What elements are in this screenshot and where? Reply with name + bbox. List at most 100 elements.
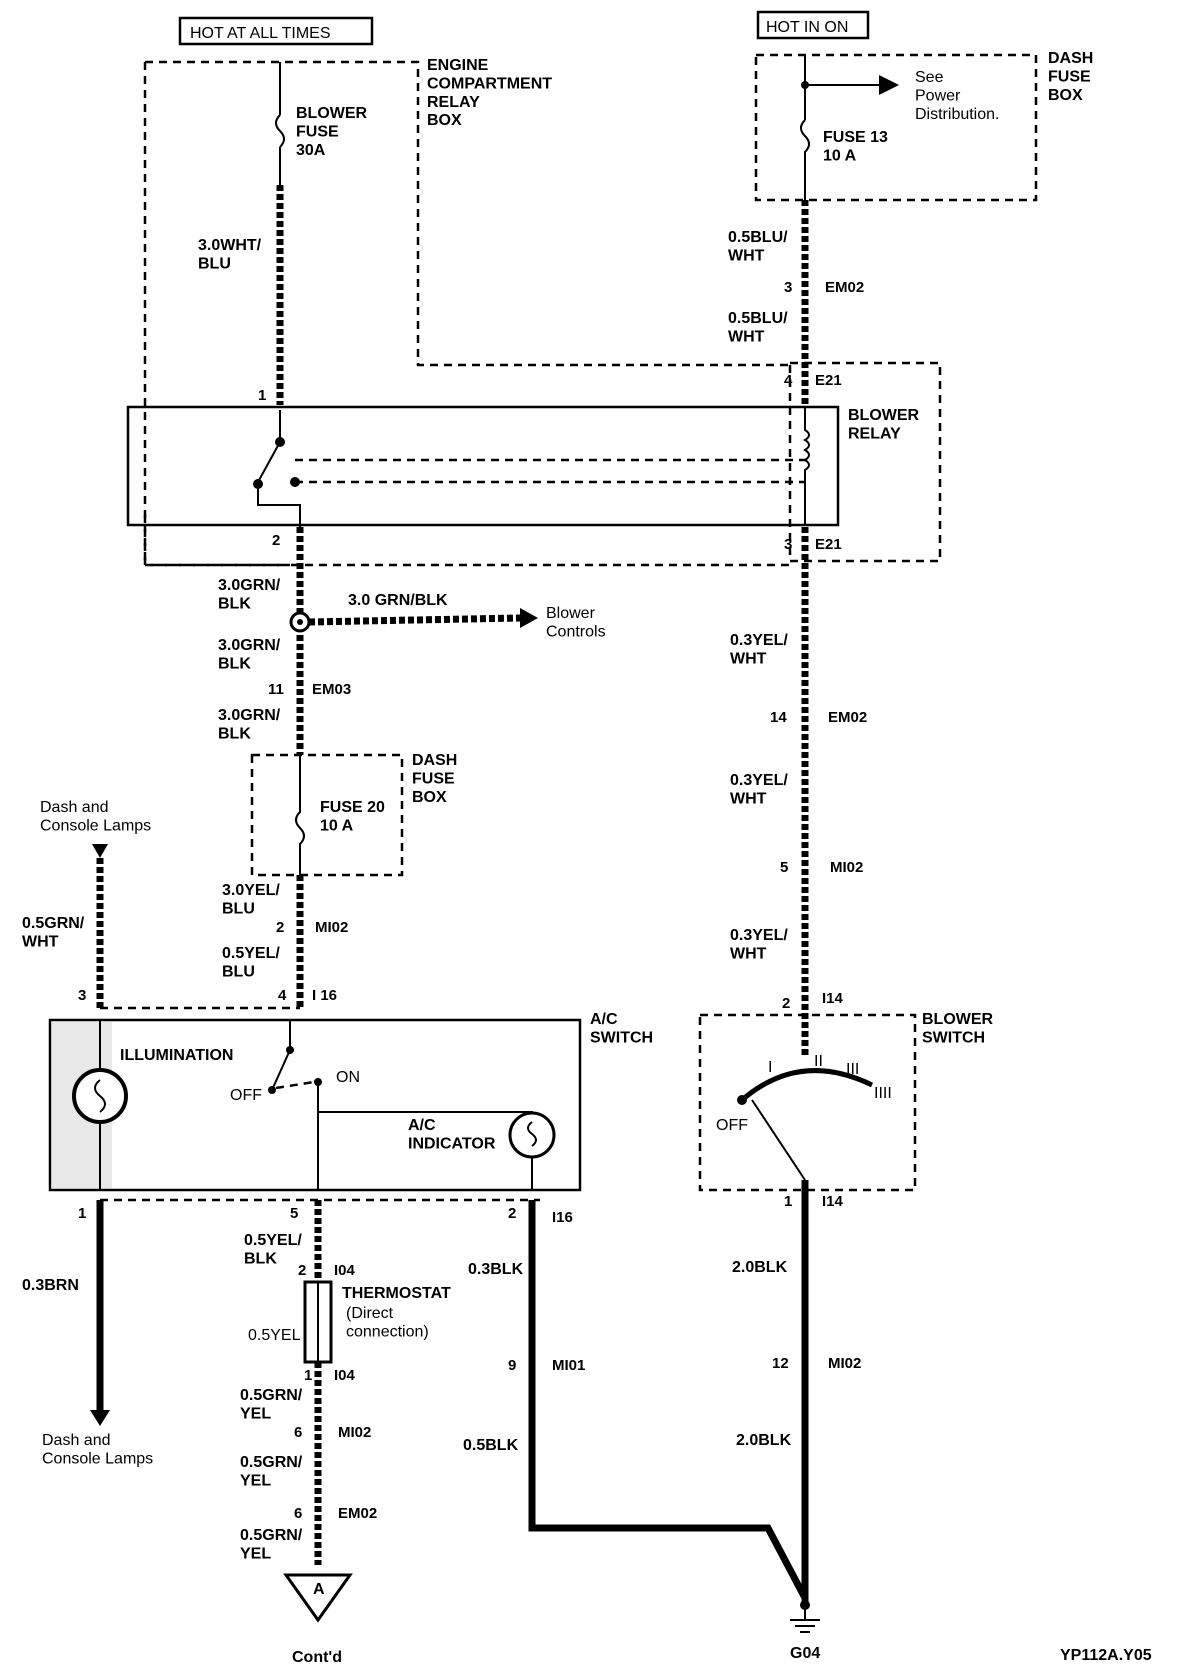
blower-relay-body (126, 405, 840, 527)
switch-arm (271, 1049, 291, 1091)
mi02-r1-pin: 5 (780, 859, 788, 876)
hot-at-all-times-label: HOT AT ALL TIMES (178, 16, 374, 46)
connector-a-label: A (313, 1581, 325, 1598)
svg-text:HOT IN ON: HOT IN ON (766, 19, 848, 36)
ac-indicator-filament (527, 1121, 537, 1147)
wire-label-0.5blu-wht-2: 0.5BLU/WHT (728, 310, 788, 345)
mi02-r2-pin: 12 (772, 1355, 789, 1372)
i16-top-connector: I 16 (312, 987, 337, 1004)
ac-switch-body (48, 1018, 582, 1192)
blower-speed-1: I (768, 1059, 772, 1076)
switch-off-contact (268, 1086, 276, 1094)
blower-speed-4: IIII (874, 1085, 892, 1102)
blower-fuse-icon (275, 114, 285, 148)
wire-label-0.3yel-wht-1: 0.3YEL/WHT (730, 632, 788, 667)
hot-in-on-label: HOT IN ON (756, 10, 870, 40)
em02-top-pin: 3 (784, 279, 792, 296)
dash-fuse-box-mid (250, 753, 404, 877)
blower-switch-arc (740, 1068, 874, 1102)
switch-off-label: OFF (230, 1087, 262, 1104)
wire-label-3.0grn-blk-3: 3.0GRN/BLK (218, 707, 281, 742)
wire-label-3.0yel-blu: 3.0YEL/BLU (222, 882, 280, 917)
wire-label-3.0grn-blk-1: 3.0GRN/BLK (218, 577, 281, 612)
em03-connector: EM03 (312, 681, 351, 698)
em02-mid-pin: 14 (770, 709, 787, 726)
relay-pin-2: 2 (272, 532, 280, 549)
dash-fuse-box-top (754, 53, 1038, 202)
wire-to-blower-controls (308, 614, 521, 626)
thermostat-label: THERMOSTAT (342, 1285, 451, 1302)
switch-gap (275, 1080, 315, 1090)
mi01-connector: MI01 (552, 1357, 585, 1374)
blower-off-label: OFF (716, 1117, 748, 1134)
wire-label-0.3yel-wht-3: 0.3YEL/WHT (730, 927, 788, 962)
wire-label-0.3brn: 0.3BRN (22, 1277, 79, 1294)
wire-label-0.5blk: 0.5BLK (463, 1437, 519, 1454)
engine-compartment-relay-box (143, 60, 790, 567)
relay-output-path (257, 484, 301, 527)
relay-coil-link (295, 458, 805, 484)
i04-bot-pin: 1 (304, 1367, 312, 1384)
relay-contact-arm (257, 441, 281, 483)
illumination-label: ILLUMINATION (120, 1047, 233, 1064)
mi02-th-pin: 6 (294, 1424, 302, 1441)
wire-label-2.0blk-2: 2.0BLK (736, 1432, 792, 1449)
wire-label-0.5yel-blu: 0.5YEL/BLU (222, 945, 280, 980)
blower-switch-arm (751, 1099, 806, 1181)
i16-pin3: 3 (78, 987, 86, 1004)
wire-label-0.5grn-yel-3: 0.5GRN/YEL (240, 1527, 303, 1562)
wire-label-2.0blk-1: 2.0BLK (732, 1259, 788, 1276)
wire-label-0.5yel: 0.5YEL (248, 1327, 301, 1344)
mi02-left-pin: 2 (276, 919, 284, 936)
blower-switch-off-dot (737, 1095, 747, 1105)
relay-coil-dot (290, 477, 300, 487)
wire-label-0.5yel-blk: 0.5YEL/BLK (244, 1232, 302, 1267)
i04-top-pin: 2 (298, 1262, 306, 1279)
wire-label-0.3blk: 0.3BLK (468, 1261, 524, 1278)
fuse13-icon (800, 119, 810, 200)
i16-bot-pin5: 5 (290, 1205, 298, 1222)
mi02-th-connector: MI02 (338, 1424, 371, 1441)
wire-label-3.0grn-blk-2: 3.0GRN/BLK (218, 637, 281, 672)
em02-th-pin: 6 (294, 1505, 302, 1522)
ground-icon (790, 1605, 820, 1633)
wire-label-0.3yel-wht-2: 0.3YEL/WHT (730, 772, 788, 807)
em02-th-connector: EM02 (338, 1505, 377, 1522)
figure-id: YP112A.Y05 (1060, 1647, 1152, 1664)
mi02-r1-connector: MI02 (830, 859, 863, 876)
i14-top-connector: I14 (822, 990, 844, 1007)
wire-label-0.5grn-yel-1: 0.5GRN/YEL (240, 1387, 303, 1422)
dash-console-top-arrow (92, 844, 108, 858)
blower-speed-2: II (814, 1053, 823, 1070)
mi02-left-connector: MI02 (315, 919, 348, 936)
svg-text:HOT AT ALL TIMES: HOT AT ALL TIMES (190, 25, 331, 42)
e21-top-pin: 4 (784, 372, 793, 389)
relay-box-bottom-dash (143, 515, 792, 567)
i16-bot-pin2: 2 (508, 1205, 516, 1222)
em03-pin: 11 (268, 681, 284, 698)
blower-speed-3: III (846, 1061, 859, 1078)
wire-label-0.5blu-wht-1: 0.5BLU/WHT (728, 229, 788, 264)
connector-a-icon (283, 1573, 353, 1623)
relay-pin-1: 1 (258, 387, 266, 404)
i16-bot-connector: I16 (552, 1209, 573, 1226)
e21-top-connector: E21 (815, 372, 842, 389)
illumination-lamp-filament (94, 1079, 106, 1113)
e21-bot-pin: 3 (784, 536, 792, 553)
i14-top-pin: 2 (782, 995, 790, 1012)
fuse20-icon (295, 755, 305, 875)
